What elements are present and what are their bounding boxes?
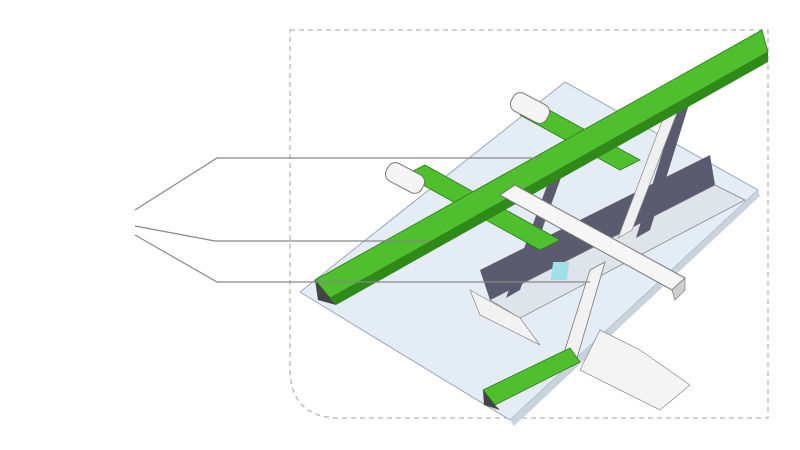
lower-green-beam xyxy=(482,347,581,410)
leader-lines xyxy=(134,157,590,283)
pipe-clamps xyxy=(384,92,551,194)
base-plate-edge xyxy=(510,190,760,426)
leader-line-middle xyxy=(134,225,430,242)
leader-line-top xyxy=(134,157,540,211)
dashed-frame xyxy=(289,29,769,419)
main-green-beam xyxy=(314,29,769,305)
support-posts xyxy=(506,88,694,298)
white-cross-beam xyxy=(499,184,686,301)
vertical-drop-tray xyxy=(550,261,691,411)
leader-line-bottom xyxy=(134,234,590,283)
